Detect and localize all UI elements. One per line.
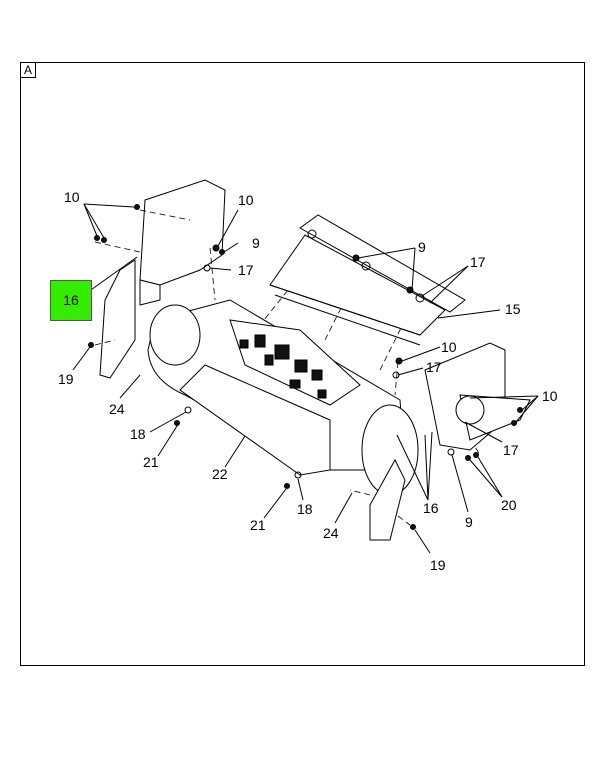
leader-lines	[72, 203, 539, 554]
callout-20: 20	[501, 497, 517, 513]
callout-18: 18	[297, 501, 313, 517]
callout-24: 24	[109, 401, 125, 417]
main-cylinder-housing	[147, 299, 419, 496]
callout-19: 19	[58, 371, 74, 387]
callout-15: 15	[505, 301, 521, 317]
callout-9: 9	[465, 514, 473, 530]
view-label: A	[20, 62, 36, 78]
callout-17: 17	[470, 254, 486, 270]
callout-24: 24	[323, 525, 339, 541]
callout-10: 10	[542, 388, 558, 404]
callout-19: 19	[430, 557, 446, 573]
callout-10: 10	[441, 339, 457, 355]
callout-9: 9	[252, 235, 260, 251]
callout-labels: 10 10 9 17 9 17 15 10 17 10 17 16 20 9 1…	[58, 189, 558, 573]
callout-18: 18	[130, 426, 146, 442]
callout-9: 9	[418, 239, 426, 255]
callout-16: 16	[423, 500, 439, 516]
callout-10: 10	[64, 189, 80, 205]
callout-21: 21	[143, 454, 159, 470]
callout-17: 17	[238, 262, 254, 278]
top-shield-panel	[269, 214, 466, 346]
left-side-bracket	[99, 179, 226, 379]
callout-10: 10	[238, 192, 254, 208]
callout-22: 22	[212, 466, 228, 482]
callout-21: 21	[250, 517, 266, 533]
callout-17: 17	[426, 359, 442, 375]
highlighted-callout-16[interactable]: 16	[50, 280, 92, 321]
alignment-lines	[94, 209, 511, 526]
diagram-frame	[20, 62, 585, 666]
callout-17: 17	[503, 442, 519, 458]
electronic-assembly	[229, 319, 361, 406]
